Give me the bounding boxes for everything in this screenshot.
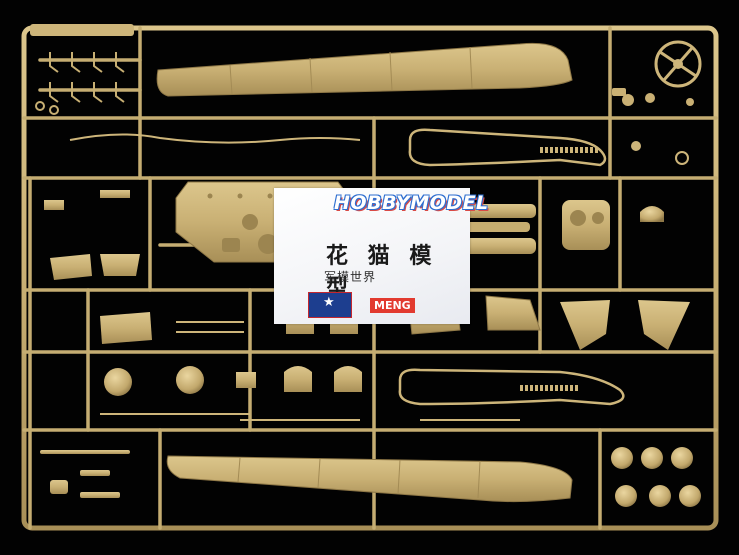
cable-end xyxy=(631,141,641,151)
ring-part xyxy=(675,151,689,165)
tamiya-star-badge: ★ xyxy=(308,292,352,318)
bottom-left-parts xyxy=(40,450,130,498)
meng-brand-label: MENG xyxy=(370,298,415,313)
left-mid-parts xyxy=(44,190,140,280)
star-icon: ★ xyxy=(323,295,335,310)
fender-panel-lines xyxy=(229,46,473,95)
lower-fender-part xyxy=(166,455,573,503)
tow-cable-upper xyxy=(408,128,607,167)
lower-left-parts xyxy=(100,312,256,396)
sticker-chinese-subtitle: 军模世界 xyxy=(324,270,377,284)
upper-fender-part xyxy=(156,42,573,97)
fan-disk-part xyxy=(654,40,702,88)
sticker-logo-word: HOBBYMODEL xyxy=(334,192,489,214)
tow-cable-lower xyxy=(398,368,625,406)
lower-fender-panel-lines xyxy=(237,457,481,499)
road-wheel-parts xyxy=(611,447,701,507)
hatch-parts xyxy=(562,200,664,250)
sprue-frame xyxy=(21,25,719,531)
small-bracket-parts xyxy=(35,52,125,115)
suspension-arm-parts xyxy=(560,300,690,350)
misc-rods xyxy=(100,413,520,421)
plate-detail-holes xyxy=(207,193,303,254)
chain-part xyxy=(69,133,361,144)
small-gear-parts xyxy=(612,88,694,106)
sprue-label-tab xyxy=(30,24,134,36)
brand-sticker: HOBBYMODEL 花 猫 模 型 军模世界 ★ MENG xyxy=(274,188,488,324)
